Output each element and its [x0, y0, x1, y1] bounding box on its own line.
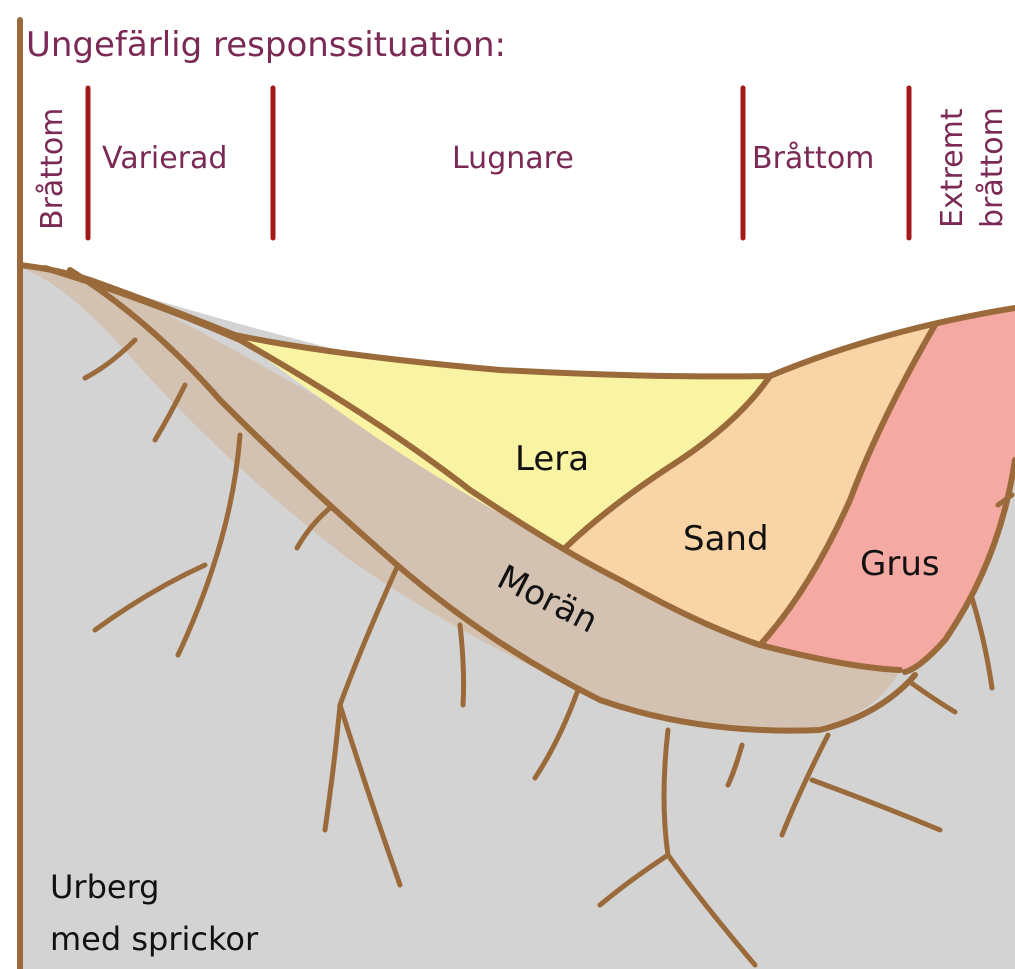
diagram-title: Ungefärlig responssituation: — [26, 25, 506, 65]
zone-label-varierad: Varierad — [102, 141, 227, 176]
bedrock-label-line2: med sprickor — [50, 920, 259, 958]
layer-label-sand: Sand — [683, 519, 769, 559]
layer-label-grus: Grus — [860, 544, 940, 584]
zone-label-lugnare: Lugnare — [452, 141, 574, 176]
zone-label-extremt: Extremt — [935, 108, 970, 228]
zone-label-brattom-extreme: bråttom — [975, 107, 1010, 228]
zone-label-brattom-left: Bråttom — [35, 108, 70, 230]
zone-label-brattom-right: Bråttom — [752, 141, 874, 176]
layer-label-lera: Lera — [515, 439, 589, 479]
bedrock-label-line1: Urberg — [50, 868, 159, 906]
